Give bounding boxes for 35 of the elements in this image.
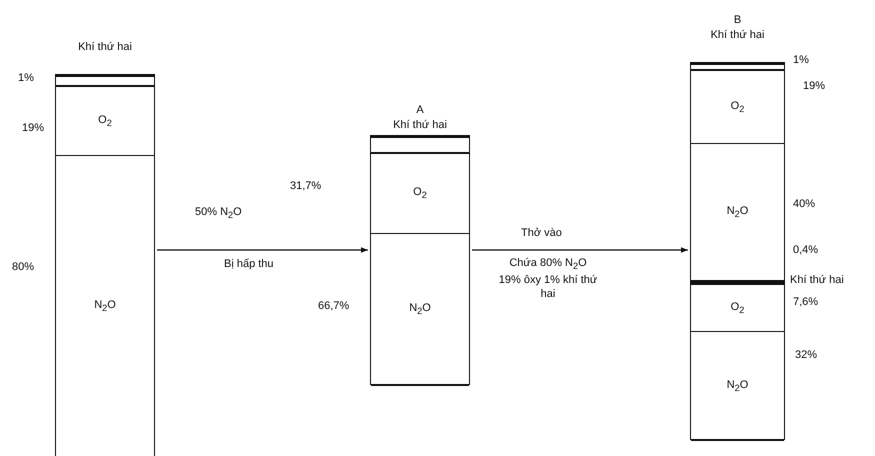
percentage-label: 32% bbox=[795, 349, 818, 361]
percentage-label: Khí thứ hai bbox=[790, 274, 844, 286]
percentage-label: 7,6% bbox=[793, 296, 818, 308]
arrow bbox=[472, 247, 688, 253]
percentage-label: 1% bbox=[18, 72, 34, 84]
edge-label: 50% N$_{2}$O bbox=[195, 206, 242, 220]
percentage-label: 40% bbox=[793, 198, 816, 210]
column-heading: Khí thứ hai bbox=[77, 41, 133, 53]
gas-layer-bar bbox=[691, 63, 784, 71]
percentage-label: 80% bbox=[12, 261, 34, 273]
gas-formula: O$_{2}$ bbox=[98, 114, 112, 128]
gas-layer-bar bbox=[56, 75, 154, 87]
gas-formula: O$_{2}$ bbox=[413, 186, 427, 201]
gas-formula: N$_{2}$O bbox=[726, 204, 748, 220]
column-letter: A bbox=[415, 104, 425, 116]
column-heading: Khí thứ hai bbox=[710, 29, 766, 41]
gas-layer-bar bbox=[691, 281, 784, 285]
percentage-label: 19% bbox=[22, 122, 44, 134]
percentage-label: 1% bbox=[793, 54, 809, 66]
percentage-label: 66,7% bbox=[318, 300, 350, 312]
percentage-label: 31,7% bbox=[290, 180, 322, 192]
gas-formula: N$_{2}$O bbox=[726, 378, 748, 394]
column-heading: Khí thứ hai bbox=[392, 119, 448, 131]
percentage-label: 19% bbox=[803, 80, 826, 92]
arrow-note: Chứa 80% N$_{2}$O 19% ôxy 1% khí thứ hai bbox=[498, 256, 598, 302]
gas-formula: N$_{2}$O bbox=[409, 302, 431, 317]
edge-label: Thở vào bbox=[521, 227, 562, 239]
arrow bbox=[157, 247, 368, 253]
gas-formula: N$_{2}$O bbox=[94, 298, 116, 314]
percentage-label: 0,4% bbox=[793, 244, 818, 256]
gas-formula: O$_{2}$ bbox=[730, 300, 744, 316]
gas-formula: O$_{2}$ bbox=[730, 100, 744, 114]
column-letter: B bbox=[732, 14, 742, 26]
arrow-note: Bị hấp thu bbox=[224, 258, 274, 270]
gas-layer-bar bbox=[371, 136, 469, 154]
